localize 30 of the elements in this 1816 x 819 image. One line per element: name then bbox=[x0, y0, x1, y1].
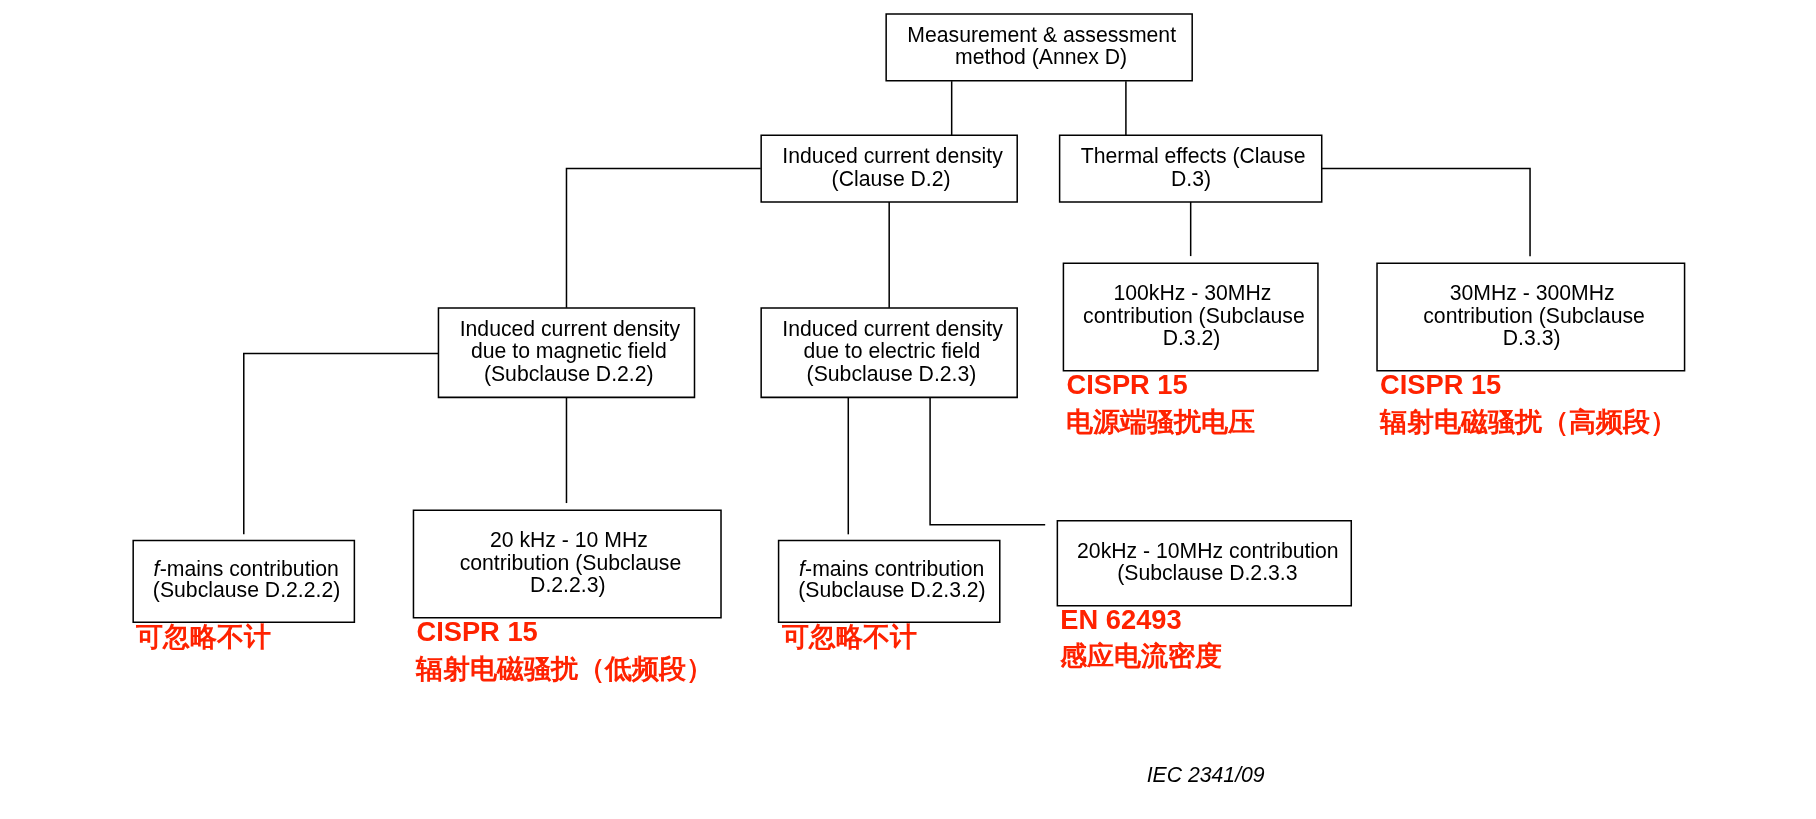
connector bbox=[887, 201, 890, 309]
node-box: Induced current density due to electric field (Subclause D.2.3) bbox=[759, 307, 1018, 399]
node-label: EN 62493 bbox=[1059, 604, 1182, 636]
node-label: 辐射电磁骚扰（高频段） bbox=[1379, 405, 1677, 437]
connector bbox=[1320, 167, 1531, 258]
node-label: CISPR 15 bbox=[1379, 369, 1501, 401]
node-label: 辐射电磁骚扰（低频段） bbox=[415, 652, 713, 684]
node-box: 100kHz - 30MHz contribution (Subclause D.3.2) bbox=[1062, 262, 1319, 372]
node-box: 20 kHz - 10 MHz contribution (Subclause D.2.2.3) bbox=[412, 509, 722, 619]
node-label: 电源端骚扰电压 bbox=[1065, 405, 1255, 437]
node-box: 20kHz - 10MHz contribution (Subclause D.2.3.3 bbox=[1056, 520, 1352, 607]
connector bbox=[847, 396, 849, 536]
connector bbox=[565, 167, 761, 309]
node-label: 感应电流密度 bbox=[1059, 640, 1222, 672]
connector bbox=[565, 396, 567, 504]
node-box: f-mains contribution (Subclause D.2.3.2) bbox=[777, 539, 1001, 624]
connector bbox=[1124, 80, 1127, 136]
connector bbox=[1189, 201, 1191, 257]
node-box: Measurement & assessment method (Annex D) bbox=[884, 13, 1193, 82]
node-box: Thermal effects (Clause D.3) bbox=[1058, 134, 1322, 203]
connector bbox=[928, 396, 1046, 526]
node-box: 30MHz - 300MHz contribution (Subclause D.3.3) bbox=[1375, 262, 1685, 372]
connector bbox=[242, 352, 439, 536]
label: IEC 2341/09 bbox=[1146, 762, 1265, 786]
node-label: CISPR 15 bbox=[415, 616, 538, 648]
connector bbox=[950, 80, 952, 136]
node-label: CISPR 15 bbox=[1065, 369, 1188, 401]
node-box: f-mains contribution (Subclause D.2.2.2) bbox=[131, 539, 355, 624]
node-box: Induced current density (Clause D.2) bbox=[759, 134, 1018, 203]
node-box: Induced current density due to magnetic field (Subclause D.2.2) bbox=[437, 307, 695, 399]
